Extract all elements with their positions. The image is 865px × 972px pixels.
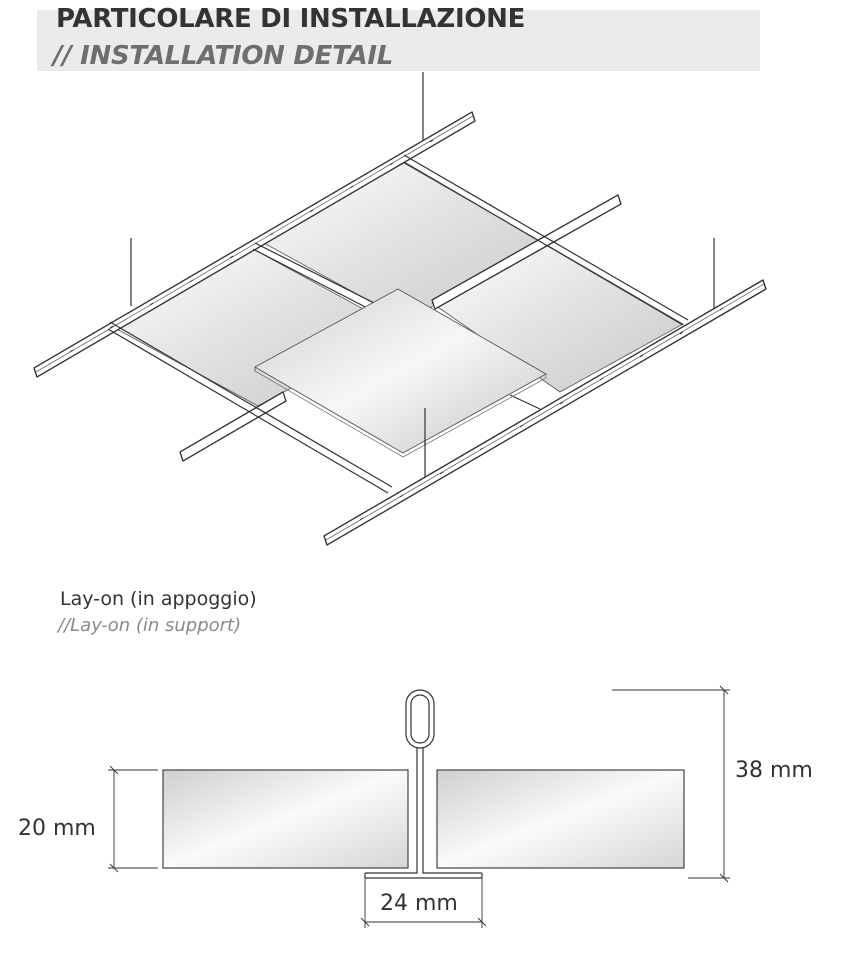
dimension-line-24mm xyxy=(360,878,487,928)
section-detail xyxy=(108,685,730,928)
cross-tee xyxy=(107,321,393,494)
ceiling-grid xyxy=(33,72,767,546)
main-runner-front xyxy=(323,279,767,546)
panel-thickness-label: 20 mm xyxy=(18,816,96,841)
panel-section-left xyxy=(162,769,409,869)
runner-slots xyxy=(359,307,724,521)
caption-label: Lay-on (in appoggio) xyxy=(60,588,257,610)
cross-tee xyxy=(403,154,689,326)
runner-slots xyxy=(69,139,434,353)
header-band xyxy=(37,10,760,71)
dimension-line-20mm xyxy=(108,765,158,873)
page-title: PARTICOLARE DI INSTALLAZIONE xyxy=(56,4,526,34)
page-subtitle: // INSTALLATION DETAIL xyxy=(53,41,393,71)
profile-height-label: 38 mm xyxy=(735,758,813,783)
panel-section-right xyxy=(436,769,685,869)
dimension-line-38mm xyxy=(612,685,730,883)
profile-width-label: 24 mm xyxy=(380,891,458,916)
t-profile xyxy=(364,689,483,879)
caption-translation: //Lay-on (in support) xyxy=(58,615,242,636)
